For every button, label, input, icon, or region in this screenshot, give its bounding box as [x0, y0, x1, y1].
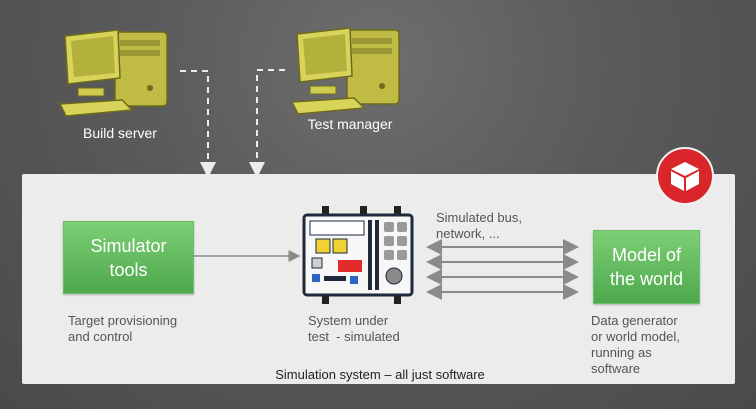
test-manager-label: Test manager	[307, 116, 393, 132]
cube-icon	[671, 162, 699, 191]
model-of-world-label: Model of the world	[609, 245, 684, 289]
cube-logo	[656, 147, 714, 205]
simulator-tools-box: Simulator tools	[63, 221, 194, 294]
build-server-computer-icon	[58, 29, 168, 117]
simulator-tools-label: Simulator tools	[90, 235, 167, 280]
footer-label: Simulation system – all just software	[275, 367, 485, 382]
build-server-label: Build server	[83, 125, 157, 141]
board-icon	[302, 206, 414, 304]
model-of-world-desc: Data generator or world model, running a…	[591, 313, 680, 376]
sut-desc: System under test - simulated	[308, 313, 400, 344]
test-manager-computer-icon	[290, 27, 400, 115]
model-of-world-box: Model of the world	[593, 230, 700, 304]
simulator-tools-desc: Target provisioning and control	[68, 313, 178, 344]
bus-label: Simulated bus, network, ...	[436, 210, 522, 241]
